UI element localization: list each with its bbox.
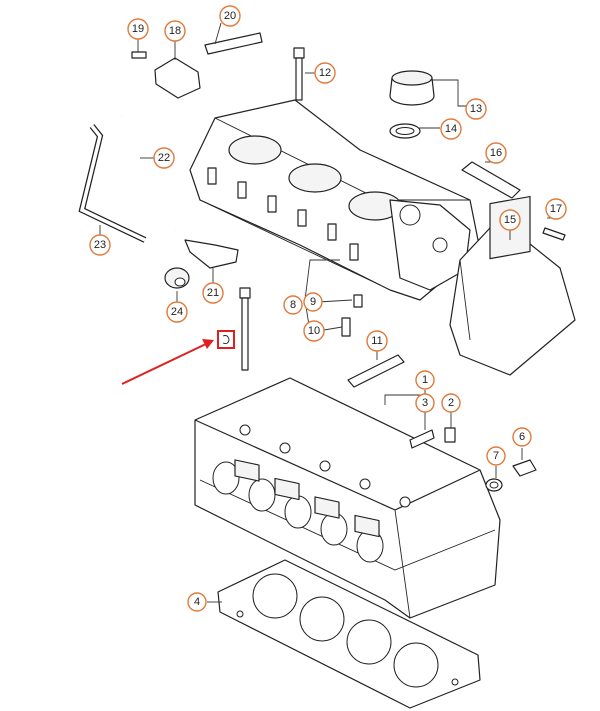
oil-filler-cap: [389, 70, 435, 106]
valve-pockets: [234, 424, 411, 538]
callout-20: 20: [219, 5, 241, 27]
seal-7: [485, 478, 503, 492]
callout-6: 6: [512, 427, 532, 447]
svg-text:14: 14: [445, 123, 457, 135]
svg-text:10: 10: [308, 325, 320, 337]
callout-10: 10: [303, 320, 325, 342]
leader-lines: [99, 22, 555, 603]
svg-text:1: 1: [422, 374, 428, 386]
svg-text:8: 8: [290, 299, 296, 311]
callout-2: 2: [441, 393, 461, 413]
callout-21: 21: [202, 282, 224, 304]
cylinder-head: [194, 377, 501, 619]
callout-1: 1: [415, 370, 435, 390]
sensor-11: [347, 354, 405, 388]
callout-22: 22: [153, 147, 175, 169]
highlight-box: [217, 330, 235, 349]
camshaft-housing: [189, 99, 481, 301]
long-head-bolt: [239, 287, 251, 371]
svg-text:17: 17: [550, 203, 562, 215]
callout-7: 7: [486, 446, 506, 466]
sensor-21: [184, 239, 239, 269]
callout-19: 19: [127, 18, 149, 40]
stud-3: [409, 429, 435, 449]
svg-text:15: 15: [504, 214, 516, 226]
svg-text:7: 7: [493, 450, 499, 462]
screw-19: [131, 51, 147, 59]
pipe-22: [109, 113, 176, 232]
plug-24: [164, 267, 190, 289]
svg-text:3: 3: [422, 397, 428, 409]
callout-15: 15: [499, 209, 521, 231]
bolt-12: [293, 47, 305, 101]
callout-24: 24: [166, 301, 188, 323]
cap-seal-ring: [389, 123, 421, 139]
cam-lobes: [228, 135, 402, 221]
svg-text:23: 23: [94, 239, 106, 251]
bolt-17: [542, 227, 566, 241]
svg-text:22: 22: [158, 152, 170, 164]
svg-text:2: 2: [448, 397, 454, 409]
callout-8: 8: [283, 295, 303, 315]
callout-23: 23: [89, 234, 111, 256]
svg-text:6: 6: [519, 431, 525, 443]
pipe-23: [78, 124, 147, 243]
fitting-18: [154, 57, 201, 99]
callout-12: 12: [314, 62, 336, 84]
callout-11: 11: [366, 330, 388, 352]
svg-text:4: 4: [194, 596, 200, 608]
sleeve-9: [353, 294, 363, 308]
svg-text:24: 24: [171, 306, 183, 318]
svg-text:21: 21: [207, 287, 219, 299]
svg-text:11: 11: [371, 335, 382, 347]
bolt-10: [341, 317, 351, 337]
red-arrow-head: [202, 339, 214, 349]
callout-14: 14: [440, 118, 462, 140]
callout-3: 3: [415, 393, 435, 413]
hose-20: [204, 32, 263, 55]
svg-text:13: 13: [470, 103, 482, 115]
callout-18: 18: [164, 20, 186, 42]
callout-16: 16: [485, 142, 507, 164]
callout-13: 13: [465, 98, 487, 120]
svg-text:18: 18: [169, 25, 181, 37]
head-gasket: [217, 559, 481, 709]
housing-studs: [207, 167, 359, 261]
sensor-16: [461, 161, 521, 199]
callout-17: 17: [545, 198, 567, 220]
sleeve-2: [444, 427, 456, 443]
highlight-marker: [121, 330, 235, 385]
plug-6: [512, 459, 537, 477]
red-arrow: [121, 342, 209, 385]
svg-text:9: 9: [310, 296, 316, 308]
callout-4: 4: [187, 592, 207, 612]
callouts: 1 2 3 4 5 6 7 8 9 10 11 12 13 14 15 16 1…: [89, 5, 567, 612]
small-clip: [222, 335, 230, 345]
svg-text:12: 12: [319, 67, 331, 79]
svg-text:19: 19: [132, 23, 144, 35]
svg-text:20: 20: [224, 10, 236, 22]
callout-9: 9: [303, 292, 323, 312]
svg-text:16: 16: [490, 147, 502, 159]
